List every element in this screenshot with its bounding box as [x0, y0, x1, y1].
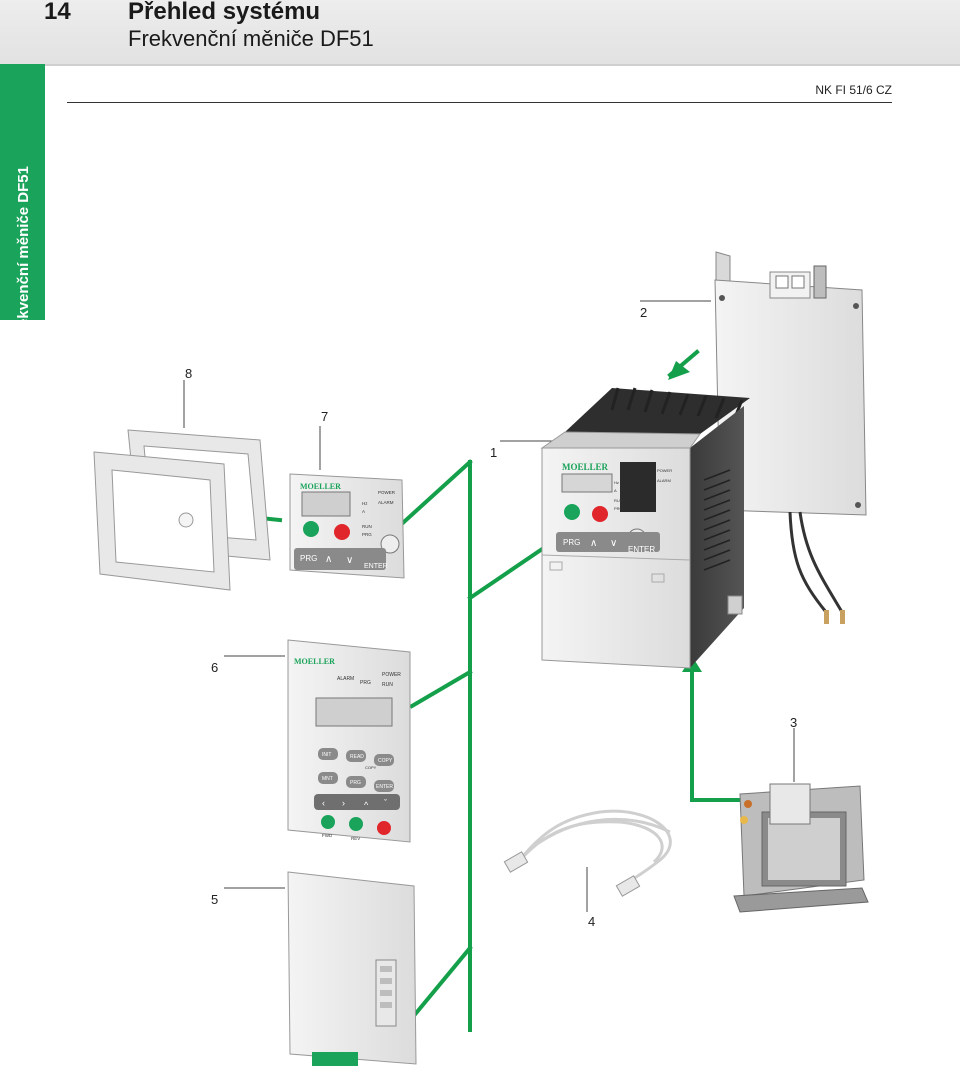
callout-6: 6 [211, 660, 219, 675]
keypad-large-brand: MOELLER [294, 657, 335, 666]
keypad-small-led-run: RUN [362, 524, 372, 529]
mounting-frames [93, 429, 271, 591]
keypad-small-key-enter: ENTER [364, 563, 388, 570]
keypad-large-led-prg: PRG [360, 680, 371, 686]
keypad-large-key-mnt: MNT [322, 776, 333, 782]
keypad-large-key-read: READ [350, 754, 364, 760]
page-header: 14 Přehled systému Frekvenční měniče DF5… [0, 0, 960, 66]
keypad-small-led-alarm: ALARM [378, 500, 394, 505]
inverter-key-prg: PRG [563, 538, 580, 547]
inverter-key-up: ∧ [590, 538, 597, 549]
keypad-large-led-run: RUN [382, 682, 393, 688]
callout-5: 5 [211, 892, 219, 907]
keypad-large-key-right: › [342, 798, 345, 808]
callout-1: 1 [490, 445, 498, 460]
document-reference: NK FI 51/6 CZ [815, 83, 892, 97]
keypad-large-key-rev: REV [351, 836, 360, 841]
keypad-small-led-power: POWER [378, 490, 396, 495]
page-subtitle: Frekvenční měniče DF51 [128, 26, 374, 51]
inverter-led-a: A [614, 488, 617, 493]
keypad-large-key-enter: ENTER [376, 784, 393, 790]
inverter-led-alarm: ALARM [657, 478, 671, 483]
keypad-small-led-a: A [362, 509, 365, 514]
inverter-key-enter: ENTER [628, 545, 655, 554]
inverter-led-power: POWER [657, 468, 672, 473]
communication-module [287, 871, 417, 1066]
keypad-small-key-up: ∧ [325, 554, 332, 565]
keypad-large-led-power: POWER [382, 672, 401, 678]
keypad-large-key-up: ^ [364, 800, 369, 810]
keypad-small: MOELLER PRG ∧ ∨ ENTER POWER ALARM Hz A R… [289, 473, 405, 579]
keypad-large: MOELLER ALARM PRG POWER RUN INIT READ CO… [287, 639, 411, 843]
page-title: Přehled systému [128, 0, 321, 25]
inverter-brand: MOELLER [562, 462, 609, 472]
inverter-led-prg: PRG [614, 506, 623, 511]
frequency-inverter: MOELLER PRG ∧ ∨ ENTER POWER ALARM Hz A R… [540, 387, 750, 669]
keypad-large-key-down: ˇ [384, 798, 387, 808]
callout-3: 3 [790, 715, 798, 730]
keypad-small-led-prg: PRG [362, 532, 372, 537]
callout-2: 2 [640, 305, 648, 320]
page-number: 14 [44, 0, 71, 25]
keypad-large-key-init: INIT [322, 752, 331, 758]
keypad-large-key-fwd: FWD [322, 833, 333, 838]
keypad-small-brand: MOELLER [300, 482, 341, 491]
keypad-large-copy-label: COPY [365, 765, 377, 770]
transformer [733, 783, 869, 913]
connection-cable [516, 809, 672, 886]
header-rule [67, 102, 892, 103]
keypad-small-key-down: ∨ [346, 555, 353, 566]
keypad-small-led-hz: Hz [362, 501, 368, 506]
keypad-large-key-prg: PRG [350, 780, 361, 786]
callout-4: 4 [588, 914, 596, 929]
inverter-led-hz: Hz [614, 480, 619, 485]
keypad-large-key-copy: COPY [378, 758, 393, 764]
inverter-led-run: RUN [614, 498, 623, 503]
keypad-small-key-prg: PRG [300, 554, 317, 563]
inverter-key-down: ∨ [610, 538, 617, 549]
chapter-side-tab: Frekvenční měniče DF51 [0, 64, 45, 342]
keypad-large-led-alarm: ALARM [337, 676, 354, 682]
callout-7: 7 [321, 409, 329, 424]
keypad-large-key-left: ‹ [322, 798, 325, 808]
callout-8: 8 [185, 366, 193, 381]
